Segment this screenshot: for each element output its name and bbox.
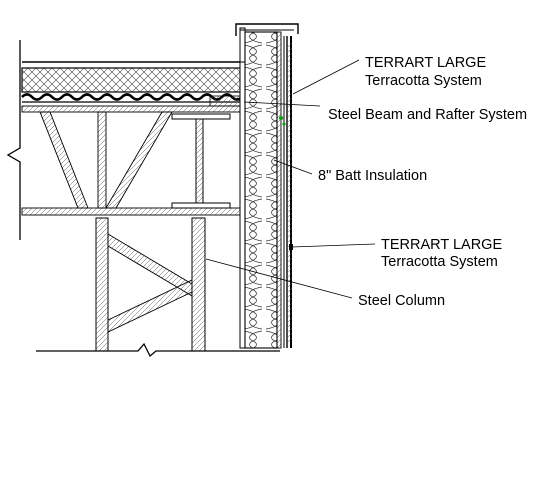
leader-lines (205, 59, 376, 299)
leader-steel-beam (243, 101, 321, 107)
label-steel-beam: Steel Beam and Rafter System (328, 107, 527, 123)
label-terracotta-top-2: Terracotta System (365, 73, 482, 89)
steel-column-frame (95, 217, 206, 352)
break-lines (6, 40, 280, 358)
truss-web-diagonal-right (105, 111, 173, 209)
steel-beam-section (171, 113, 231, 209)
leader-batt-insulation (273, 159, 313, 175)
label-steel-column: Steel Column (358, 293, 445, 309)
terracotta-panel-hatch (286, 42, 292, 342)
label-batt-insulation: 8" Batt Insulation (318, 168, 427, 184)
truss-bottom-chord (21, 207, 243, 216)
roof-truss (21, 105, 243, 216)
column-brace-lower (107, 279, 193, 333)
parapet-coping (235, 23, 299, 36)
left-break-line (6, 40, 21, 240)
panel-clip-icon (289, 244, 293, 250)
anchor-clip-icon (282, 122, 286, 126)
steel-column-left (95, 217, 109, 352)
label-terracotta-bottom-1: TERRART LARGE (381, 237, 502, 253)
steel-column-right (191, 217, 206, 352)
ground-break-line (36, 342, 280, 358)
truss-web-diagonal-left (39, 111, 89, 209)
leader-steel-column (205, 258, 353, 299)
beam-web (195, 118, 204, 204)
exterior-wall (235, 23, 299, 349)
deck-edge-angle (209, 95, 243, 107)
roof-insulation-board (21, 67, 243, 93)
leader-terracotta-bottom (291, 243, 376, 248)
anchor-clip-icon (278, 115, 284, 121)
beam-bottom-flange (171, 202, 231, 209)
label-terracotta-bottom-2: Terracotta System (381, 254, 498, 270)
metal-deck-corrugation (21, 93, 243, 101)
sheathing-layer (276, 31, 282, 349)
label-terracotta-top-1: TERRART LARGE (365, 55, 486, 71)
truss-top-chord (21, 105, 243, 113)
beam-top-flange (171, 113, 231, 120)
interior-wall-board (239, 27, 246, 349)
roof-assembly (21, 61, 243, 107)
column-brace-upper (107, 233, 193, 297)
leader-terracotta-top (292, 59, 360, 95)
truss-web-vertical (97, 111, 107, 209)
batt-insulation-layer (244, 31, 278, 349)
callout-labels: TERRART LARGE Terracotta System Steel Be… (318, 55, 527, 309)
